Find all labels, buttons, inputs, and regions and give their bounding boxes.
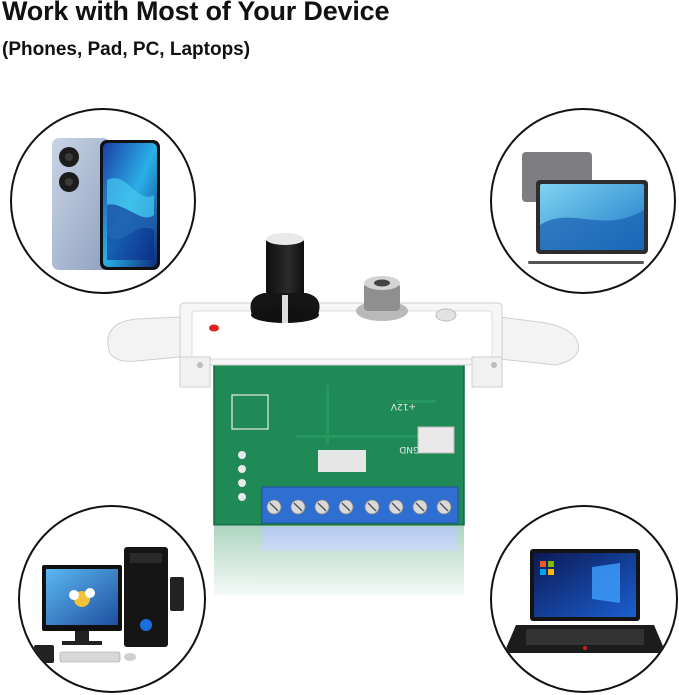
laptop-icon xyxy=(504,549,666,653)
label-12v: +12V xyxy=(390,401,416,411)
label-gnd: GND xyxy=(399,444,420,454)
smartphone-icon xyxy=(52,138,160,270)
tablet-circle xyxy=(490,108,676,294)
page-subtitle: (Phones, Pad, PC, Laptops) xyxy=(2,39,251,60)
page-title: Work with Most of Your Device xyxy=(2,0,390,26)
tablet-icon xyxy=(522,152,648,264)
desktop-circle xyxy=(18,505,206,693)
phone-circle xyxy=(10,108,196,294)
controller-module-icon: +12V GND xyxy=(107,233,580,605)
desktop-computer-icon xyxy=(34,547,184,663)
terminal-block xyxy=(261,486,459,524)
laptop-circle xyxy=(490,505,678,693)
product-image: +12V GND xyxy=(96,225,588,605)
